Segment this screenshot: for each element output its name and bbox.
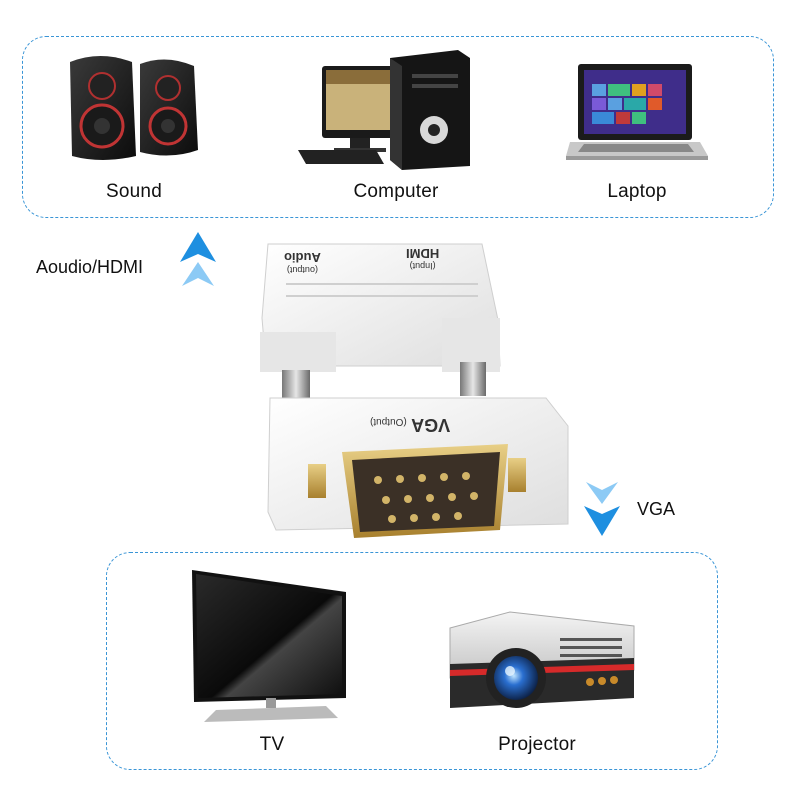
- device-label: Computer: [353, 181, 439, 202]
- device-label: Projector: [498, 734, 576, 755]
- source-devices-panel: [22, 36, 774, 218]
- audio-hdmi-flow-label: Aoudio/HDMI: [36, 257, 144, 277]
- up-arrow-icon: [178, 232, 218, 288]
- tv-icon: [186, 570, 352, 724]
- laptop-icon: [566, 62, 708, 162]
- projector-icon: [440, 608, 638, 716]
- vga-flow-label: VGA: [637, 499, 676, 519]
- speakers-icon: [66, 50, 202, 162]
- adapter-audio-port-label: (output) Audio: [284, 250, 321, 275]
- adapter-hdmi-port-label: (Input) HDMI: [406, 246, 440, 271]
- device-label: TV: [259, 734, 285, 755]
- output-devices-panel: [106, 552, 718, 770]
- device-label: Sound: [106, 181, 162, 202]
- device-label: Laptop: [607, 181, 667, 202]
- desktop-computer-icon: [294, 44, 474, 170]
- hdmi-to-vga-adapter: (output) Audio (Input) HDMI VGA (Output): [246, 238, 576, 542]
- adapter-vga-port-label: VGA (Output): [370, 415, 451, 435]
- down-arrow-icon: [582, 480, 622, 536]
